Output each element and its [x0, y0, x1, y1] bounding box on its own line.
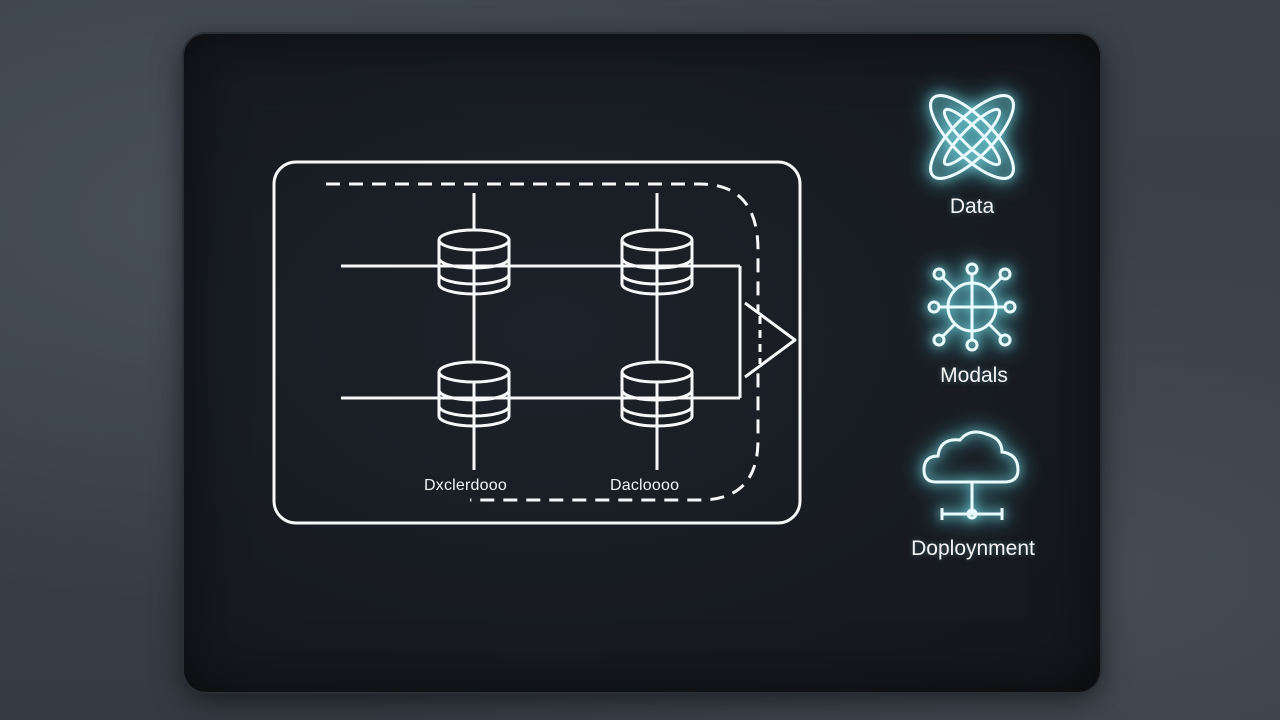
database-label: Dacloooo — [610, 477, 680, 494]
cloud-network-icon — [922, 430, 1020, 520]
side-icons — [922, 94, 1020, 520]
dashed-flow-path — [326, 182, 760, 502]
crossed-ellipses-icon — [929, 94, 1015, 180]
network-globe-icon — [927, 262, 1017, 352]
flow-arrow-icon — [744, 301, 797, 379]
diagram-frame — [272, 160, 802, 525]
database-label: Dxclerdooo — [424, 477, 507, 494]
sidebar-item-deployment: Doploynment — [911, 537, 1035, 560]
sidebar-item-data: Data — [949, 195, 995, 218]
sidebar-item-models: Modals — [940, 364, 1008, 387]
